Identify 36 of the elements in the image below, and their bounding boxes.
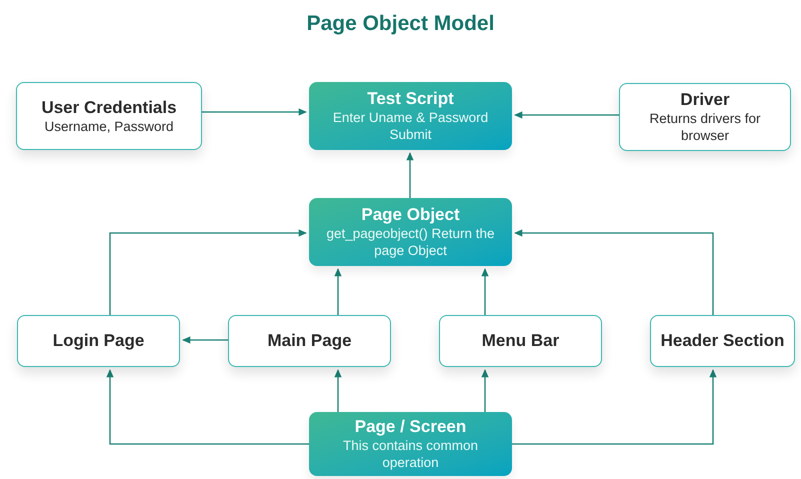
box-title: Header Section: [660, 331, 784, 351]
arrow: [202, 108, 307, 116]
arrow: [109, 229, 307, 315]
box-title: Test Script: [367, 89, 454, 109]
box-description: This contains common operation: [342, 437, 480, 471]
box-description: Returns drivers for browser: [648, 110, 762, 144]
arrow: [512, 369, 717, 445]
box-title: Page / Screen: [354, 417, 466, 437]
box-title: Page Object: [361, 205, 460, 225]
highlighted-box: [309, 412, 512, 476]
arrow: [514, 111, 619, 119]
box-title: User Credentials: [41, 98, 177, 118]
box-title: Driver: [680, 90, 730, 110]
process-box: [228, 315, 391, 367]
arrow: [182, 336, 228, 344]
box-title: Main Page: [267, 331, 352, 351]
process-box: [619, 83, 791, 151]
box-description: get_pageobject() Return the page Object: [325, 225, 496, 259]
highlighted-box: [309, 198, 512, 266]
arrow: [481, 268, 489, 315]
process-box: [439, 315, 602, 367]
highlighted-box: [309, 82, 512, 150]
box-description: Enter Uname & Password Submit: [332, 109, 490, 143]
arrow: [406, 152, 414, 198]
process-box: [16, 82, 202, 150]
arrow: [334, 268, 342, 315]
arrow: [514, 229, 714, 315]
process-box: [650, 315, 795, 367]
box-title: Login Page: [52, 331, 144, 351]
arrow: [481, 369, 489, 412]
process-box: [17, 315, 180, 367]
arrow: [334, 369, 342, 412]
arrow: [106, 369, 309, 445]
box-title: Menu Bar: [482, 331, 560, 351]
box-description: Username, Password: [44, 118, 174, 134]
diagram-title: Page Object Model: [306, 11, 494, 37]
